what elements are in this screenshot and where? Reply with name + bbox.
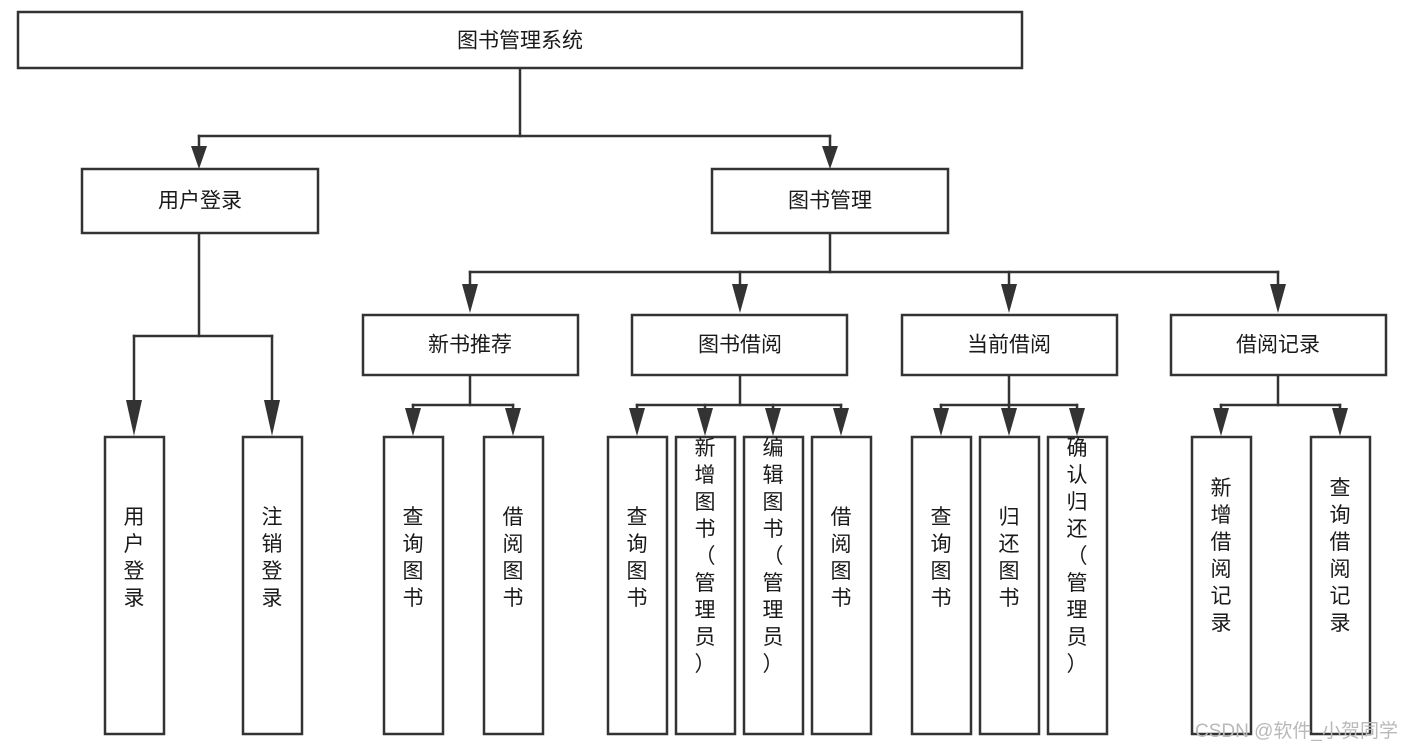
node-user-login-box[interactable] xyxy=(80,167,320,235)
node-new-book-recommend[interactable]: 新书推荐 xyxy=(361,313,580,377)
connector-layer xyxy=(126,66,1348,436)
arrow-head-leaf-add-borrow-record xyxy=(1213,408,1229,436)
node-leaf-query-book-3[interactable]: 查询图书 xyxy=(910,435,973,736)
arrow-head-leaf-confirm-return xyxy=(1069,408,1085,436)
node-leaf-add-borrow-record-label: 新增借阅记录 xyxy=(1211,477,1232,635)
node-leaf-query-book-2-box[interactable] xyxy=(606,435,669,736)
node-leaf-confirm-return[interactable]: 确认归还（管理员） xyxy=(1046,435,1109,736)
node-borrow-record-box[interactable] xyxy=(1169,313,1388,377)
node-leaf-borrow-book-2-box[interactable] xyxy=(810,435,873,736)
node-current-borrow-label: 当前借阅 xyxy=(967,334,1051,357)
node-leaf-user-login-label: 用户登录 xyxy=(124,506,145,610)
node-leaf-query-book-1[interactable]: 查询图书 xyxy=(382,435,445,736)
node-leaf-confirm-return-box[interactable] xyxy=(1046,435,1109,736)
node-leaf-query-book-2-label: 查询图书 xyxy=(627,506,648,610)
node-leaf-edit-book-label: 编辑图书（管理员） xyxy=(763,437,784,676)
node-root-box[interactable] xyxy=(16,10,1024,70)
node-leaf-return-book[interactable]: 归还图书 xyxy=(978,435,1041,736)
arrow-head-leaf-return-book xyxy=(1001,408,1017,436)
arrow-head-book-manage xyxy=(822,146,838,169)
node-leaf-return-book-box[interactable] xyxy=(978,435,1041,736)
node-leaf-user-login-box[interactable] xyxy=(103,435,166,736)
node-leaf-logout-login-label: 注销登录 xyxy=(262,506,283,610)
arrow-head-leaf-user-login xyxy=(126,400,142,436)
node-leaf-add-book-box[interactable] xyxy=(674,435,737,736)
arrow-head-leaf-query-book-2 xyxy=(629,408,645,436)
arrow-head-book-borrow xyxy=(732,284,748,313)
arrow-head-leaf-query-borrow-record xyxy=(1332,408,1348,436)
node-current-borrow-box[interactable] xyxy=(900,313,1119,377)
arrow-head-leaf-query-book-1 xyxy=(405,408,421,436)
arrow-head-new-book-recommend xyxy=(462,284,478,313)
node-borrow-record-label: 借阅记录 xyxy=(1236,334,1320,357)
arrow-head-leaf-borrow-book-1 xyxy=(505,408,521,436)
node-leaf-query-borrow-record-label: 查询借阅记录 xyxy=(1330,477,1351,635)
node-leaf-query-book-3-box[interactable] xyxy=(910,435,973,736)
node-leaf-logout-login[interactable]: 注销登录 xyxy=(241,435,304,736)
node-leaf-add-book[interactable]: 新增图书（管理员） xyxy=(674,435,737,736)
csdn-watermark: CSDN @软件_小贺同学 xyxy=(1195,720,1398,742)
node-leaf-query-borrow-record[interactable]: 查询借阅记录 xyxy=(1309,435,1372,736)
arrow-head-leaf-add-book xyxy=(697,408,713,436)
node-leaf-query-borrow-record-box[interactable] xyxy=(1309,435,1372,736)
node-book-manage[interactable]: 图书管理 xyxy=(710,167,950,235)
node-leaf-query-book-1-label: 查询图书 xyxy=(403,506,424,610)
arrow-head-leaf-query-book-3 xyxy=(933,408,949,436)
node-book-manage-label: 图书管理 xyxy=(788,190,872,213)
node-new-book-recommend-label: 新书推荐 xyxy=(428,334,512,357)
node-leaf-confirm-return-label: 确认归还（管理员） xyxy=(1067,437,1088,676)
node-leaf-borrow-book-1-box[interactable] xyxy=(482,435,545,736)
node-leaf-edit-book[interactable]: 编辑图书（管理员） xyxy=(742,435,805,736)
arrow-head-leaf-edit-book xyxy=(765,408,781,436)
node-leaf-add-borrow-record[interactable]: 新增借阅记录 xyxy=(1190,435,1253,736)
arrow-head-leaf-logout-login xyxy=(264,400,280,436)
node-leaf-add-borrow-record-box[interactable] xyxy=(1190,435,1253,736)
node-leaf-logout-login-box[interactable] xyxy=(241,435,304,736)
node-leaf-edit-book-box[interactable] xyxy=(742,435,805,736)
node-leaf-borrow-book-2-label: 借阅图书 xyxy=(831,506,852,610)
node-leaf-user-login[interactable]: 用户登录 xyxy=(103,435,166,736)
leaf-nodes-layer: 用户登录 注销登录 查询图书 借阅图书 查询图书 新增图书（管理员） 编辑图书（… xyxy=(103,435,1372,736)
node-leaf-borrow-book-2[interactable]: 借阅图书 xyxy=(810,435,873,736)
node-root[interactable]: 图书管理系统 xyxy=(16,10,1024,70)
node-book-borrow-box[interactable] xyxy=(630,313,849,377)
node-borrow-record[interactable]: 借阅记录 xyxy=(1169,313,1388,377)
arrow-head-user-login xyxy=(191,146,207,169)
arrow-head-current-borrow xyxy=(1001,284,1017,313)
node-leaf-borrow-book-1[interactable]: 借阅图书 xyxy=(482,435,545,736)
node-leaf-borrow-book-1-label: 借阅图书 xyxy=(503,506,524,610)
node-leaf-query-book-1-box[interactable] xyxy=(382,435,445,736)
node-user-login[interactable]: 用户登录 xyxy=(80,167,320,235)
node-leaf-add-book-label: 新增图书（管理员） xyxy=(695,437,716,676)
arrow-head-borrow-record xyxy=(1270,284,1286,313)
node-new-book-recommend-box[interactable] xyxy=(361,313,580,377)
node-user-login-label: 用户登录 xyxy=(158,190,242,213)
arrow-head-leaf-borrow-book-2 xyxy=(833,408,849,436)
node-current-borrow[interactable]: 当前借阅 xyxy=(900,313,1119,377)
node-leaf-return-book-label: 归还图书 xyxy=(999,506,1020,610)
node-book-manage-box[interactable] xyxy=(710,167,950,235)
node-leaf-query-book-3-label: 查询图书 xyxy=(931,506,952,610)
node-book-borrow[interactable]: 图书借阅 xyxy=(630,313,849,377)
node-leaf-query-book-2[interactable]: 查询图书 xyxy=(606,435,669,736)
node-root-label: 图书管理系统 xyxy=(457,30,583,53)
node-book-borrow-label: 图书借阅 xyxy=(698,334,782,357)
